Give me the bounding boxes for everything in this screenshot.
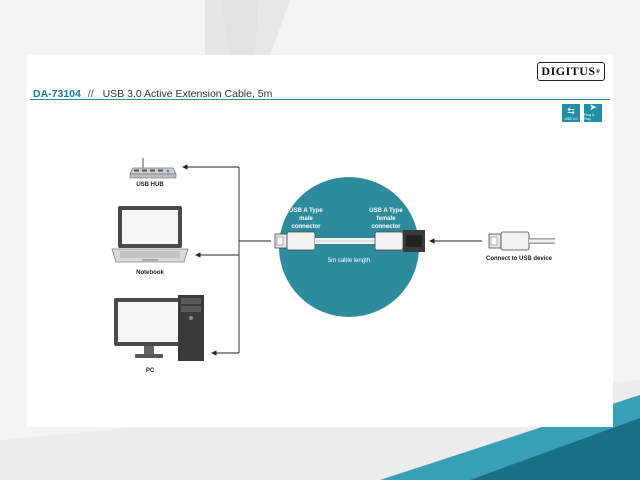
brand-name: DIGITUS	[541, 64, 596, 78]
target-device-label: Connect to USB device	[486, 256, 553, 262]
usb-device-plug-icon	[488, 231, 555, 251]
male-connector-label-1: USB A Type	[289, 208, 323, 214]
cable-highlight-circle	[279, 177, 419, 317]
notebook-label: Notebook	[136, 270, 164, 276]
male-connector-label-3: connector	[291, 224, 321, 230]
page-title: DA-73104 // USB 3.0 Active Extension Cab…	[33, 88, 272, 100]
plug-and-play-label: Plug & Play	[584, 113, 595, 121]
header-divider	[30, 99, 610, 100]
product-code: DA-73104	[33, 88, 81, 100]
branch-connector	[182, 164, 271, 356]
pc-icon	[114, 295, 204, 361]
notebook-icon	[111, 206, 189, 263]
male-connector-label-2: male	[299, 216, 313, 222]
arrow-right-icon: ➤	[589, 102, 597, 112]
female-connector-label-2: female	[376, 216, 396, 222]
usb3-badge: ⇆ USB 3.0	[562, 104, 580, 122]
digitus-logo: DIGITUS®	[537, 62, 605, 81]
female-connector-label-3: connector	[371, 224, 401, 230]
brand-reg: ®	[595, 68, 601, 75]
plug-and-play-badge: ➤ Plug & Play	[584, 102, 602, 122]
product-title: USB 3.0 Active Extension Cable, 5m	[102, 88, 273, 100]
usb-symbol-icon: ⇆	[567, 106, 575, 116]
usb-hub-icon	[129, 158, 177, 179]
extension-cable-icon	[274, 230, 425, 252]
usb-hub-label: USB HUB	[136, 182, 164, 188]
female-connector-label-1: USB A Type	[369, 208, 403, 214]
pc-label: PC	[146, 368, 155, 374]
title-separator: //	[87, 88, 94, 100]
usb3-badge-label: USB 3.0	[564, 117, 578, 121]
cable-length-label: 5m cable length	[328, 258, 370, 264]
